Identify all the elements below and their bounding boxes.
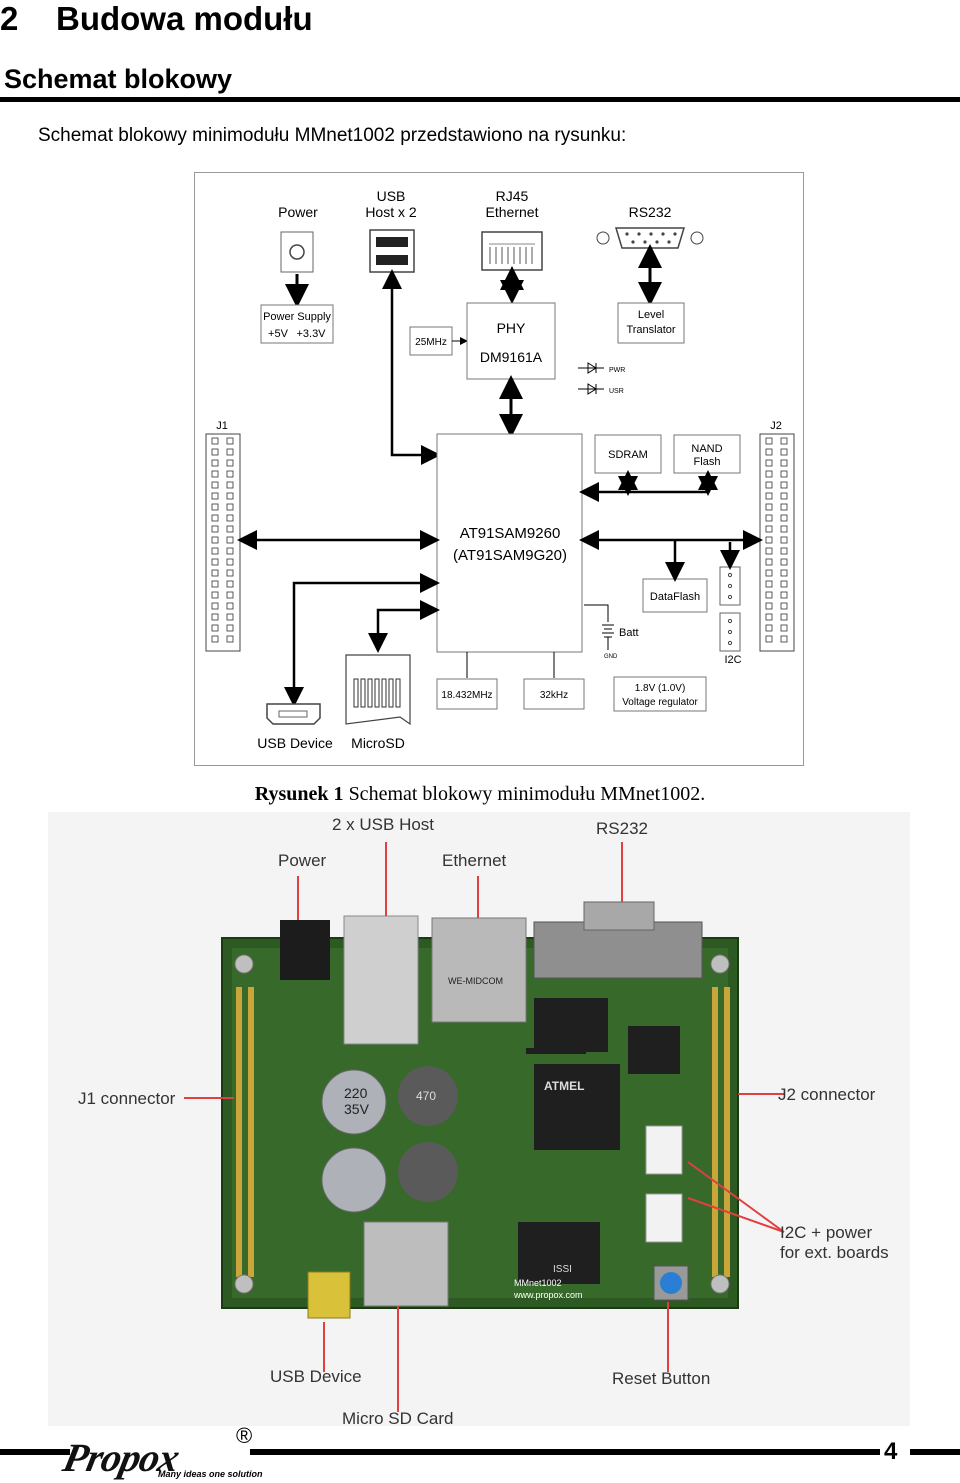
label-batt: Batt [619, 627, 639, 639]
label-cpu: AT91SAM9260 [460, 525, 561, 542]
issi-chip-text: ISSI [553, 1264, 572, 1275]
subsection-heading: Schemat blokowy [4, 64, 233, 94]
callout-microsd: Micro SD Card [342, 1409, 453, 1426]
rj45-chip-text: WE-MIDCOM [448, 976, 503, 986]
usr-led-icon [578, 383, 604, 395]
footer-rule [910, 1449, 960, 1455]
rj45-connector-icon [481, 231, 543, 271]
label-vreg: Voltage regulator [622, 697, 698, 708]
logo-tagline: Many ideas one solution [158, 1469, 263, 1479]
usb-host-connector-icon [369, 229, 415, 273]
label-gnd: GND [604, 654, 618, 660]
label-sdram: SDRAM [608, 449, 648, 461]
page-number: 4 [884, 1438, 898, 1465]
block-diagram: Power USB Host x 2 RJ45 Ethernet RS232 P… [194, 172, 804, 766]
label-microsd: MicroSD [351, 735, 405, 751]
svg-text:35V: 35V [344, 1101, 370, 1117]
board-photo: WE-MIDCOM 220 35V 470 ATMEL ISSI MMnet10… [48, 812, 910, 1426]
label-pwr: PWR [609, 367, 625, 374]
label-32khz: 32kHz [540, 690, 568, 701]
rs232-connector-icon [596, 227, 704, 249]
board-url-text: www.propox.com [513, 1290, 583, 1300]
dip-switch-icon [628, 1026, 680, 1074]
callout-power: Power [278, 851, 327, 870]
callout-i2c-2: for ext. boards [780, 1243, 889, 1262]
usb-host-icon [343, 915, 419, 1045]
label-dm9161a: DM9161A [480, 349, 543, 365]
rs232-connector-icon [533, 921, 703, 979]
i2c-connector-2-icon [645, 1193, 683, 1243]
label-translator: Translator [626, 324, 675, 336]
rj45-icon [431, 917, 527, 1023]
pwr-led-icon [578, 362, 604, 374]
intro-paragraph: Schemat blokowy minimodułu MMnet1002 prz… [38, 125, 627, 146]
label-level: Level [638, 309, 664, 321]
label-host: Host x 2 [365, 204, 417, 220]
callout-rs232: RS232 [596, 819, 648, 838]
capacitor-icon: 220 35V [321, 1069, 387, 1213]
callout-usb-host: 2 x USB Host [332, 815, 434, 834]
j2-pins-icon [712, 987, 730, 1277]
callout-j1: J1 connector [78, 1089, 176, 1108]
label-cpu-alt: (AT91SAM9G20) [453, 547, 567, 564]
section-heading: 2 Budowa modułu [0, 0, 313, 38]
footer-rule [0, 1449, 70, 1455]
label-33v: +3.3V [296, 328, 326, 340]
callout-i2c-1: I2C + power [780, 1223, 872, 1242]
label-rs232: RS232 [629, 204, 672, 220]
caption-prefix: Rysunek 1 [254, 783, 344, 805]
label-phy: PHY [497, 320, 526, 336]
registered-mark: ® [236, 1423, 253, 1448]
label-flash: Flash [694, 456, 721, 468]
j1-header-icon [205, 433, 241, 652]
callout-j2: J2 connector [778, 1085, 876, 1104]
svg-text:220: 220 [344, 1085, 368, 1101]
usb-device-connector-icon [266, 703, 321, 725]
microsd-slot-icon [345, 654, 411, 726]
callout-reset: Reset Button [612, 1369, 710, 1388]
label-rj45: RJ45 [496, 188, 529, 204]
j1-pins-icon [236, 987, 254, 1277]
i2c-connector-1-icon [645, 1125, 683, 1175]
label-power: Power [278, 204, 318, 220]
label-j1: J1 [216, 420, 228, 432]
label-vreg-volt: 1.8V (1.0V) [635, 683, 686, 694]
inductor-icon: 470 [398, 1066, 458, 1202]
callout-usb-device: USB Device [270, 1367, 362, 1386]
j2-header-icon [759, 433, 795, 652]
reset-button-icon [653, 1265, 689, 1301]
board-name-text: MMnet1002 [514, 1278, 562, 1288]
label-power-supply: Power Supply [263, 311, 331, 323]
caption-text: Schemat blokowy minimodułu MMnet1002. [348, 783, 706, 805]
figure-caption: Rysunek 1 Schemat blokowy minimodułu MMn… [0, 783, 960, 806]
phy-chip-icon [534, 998, 608, 1052]
power-jack-icon [280, 920, 330, 980]
svg-text:470: 470 [416, 1089, 436, 1103]
label-usr: USR [609, 388, 624, 395]
label-ethernet: Ethernet [486, 204, 539, 220]
label-25mhz: 25MHz [415, 337, 447, 348]
callout-ethernet: Ethernet [442, 851, 507, 870]
label-usb: USB [377, 188, 406, 204]
label-i2c: I2C [724, 654, 741, 666]
section-number: 2 [0, 0, 19, 37]
label-usb-device: USB Device [257, 735, 333, 751]
heading-rule [0, 97, 960, 102]
sdram-chip-icon [518, 1222, 600, 1284]
label-nand: NAND [691, 443, 722, 455]
section-title: Budowa modułu [56, 0, 313, 37]
power-jack-icon [280, 231, 314, 273]
usb-device-connector-icon [307, 1271, 351, 1319]
footer-rule [250, 1449, 880, 1455]
label-5v: +5V [268, 328, 289, 340]
label-j2: J2 [770, 420, 782, 432]
microsd-slot-icon [363, 1221, 449, 1307]
cpu-chip-icon [534, 1064, 620, 1150]
label-18mhz: 18.432MHz [441, 690, 492, 701]
label-dataflash: DataFlash [650, 591, 700, 603]
atmel-chip-text: ATMEL [544, 1079, 584, 1093]
